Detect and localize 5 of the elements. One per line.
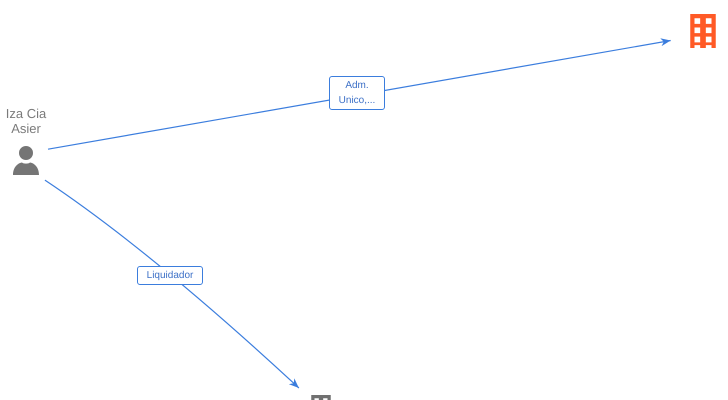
edge-label: Liquidador: [137, 266, 203, 284]
arrow: [44, 180, 300, 388]
edge-label: Adm. Unico,...: [329, 76, 385, 110]
person-name: Iza Cia Asier: [4, 106, 48, 136]
arrow: [48, 38, 671, 150]
